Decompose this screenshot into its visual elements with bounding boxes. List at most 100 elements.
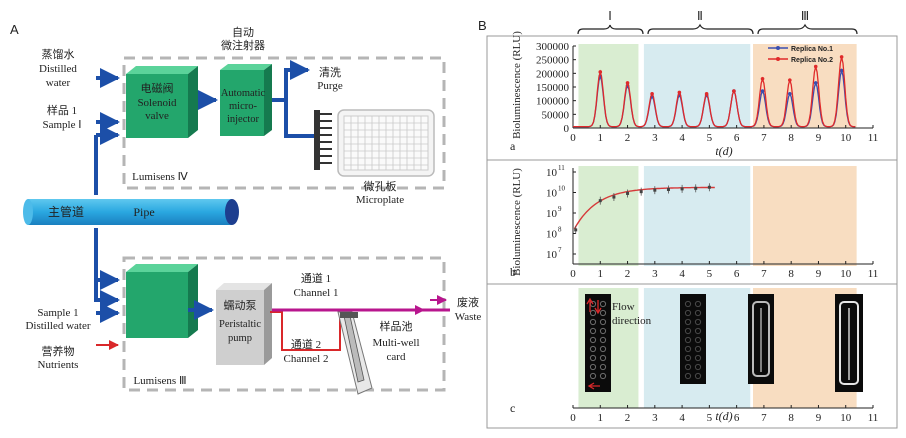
x-tick-label: 0 (570, 268, 576, 280)
well-card-image (680, 294, 706, 384)
y-tick-label: 10 (546, 188, 558, 200)
data-point (680, 187, 684, 191)
flow-arrow-left (587, 382, 600, 390)
y-tick-label: 10 (546, 208, 558, 220)
well (694, 372, 702, 380)
series-1-point (788, 92, 792, 96)
data-point (626, 191, 630, 195)
x-tick-label: 10 (840, 268, 852, 280)
flow-label-2: direction (612, 315, 652, 327)
series-2-point (598, 70, 603, 74)
pump-zh: 蠕动泵 (224, 299, 257, 312)
x-tick-label: 1 (598, 268, 604, 280)
well (694, 327, 702, 335)
well (589, 336, 597, 344)
well (694, 345, 702, 353)
well (694, 336, 702, 344)
purge-en: Purge (317, 80, 343, 92)
nutrients-en: Nutrients (38, 359, 79, 371)
data-point (694, 186, 698, 190)
solenoid-valve-bottom (126, 264, 198, 338)
subplot-a-ylabel: Bioluminescence (RLU) (511, 31, 523, 139)
purge-zh: 清洗 (319, 66, 341, 79)
phase-3-band (753, 166, 857, 266)
solenoid-en2: valve (145, 110, 169, 122)
y-tick-exponent: 10 (558, 185, 566, 193)
x-tick-label: 5 (707, 132, 713, 144)
x-tick-label: 9 (816, 412, 822, 424)
subplot-b-ylabel: Bioluminescence (RLU) (511, 168, 523, 276)
solenoid-en1: Solenoid (137, 97, 177, 109)
solenoid-valve: 电磁阀 Solenoid valve (126, 66, 198, 138)
subplot-c-letter: c (510, 401, 515, 415)
x-tick-label: 10 (840, 412, 852, 424)
x-tick-label: 9 (816, 132, 822, 144)
well (599, 345, 607, 353)
well-card-image (835, 294, 863, 392)
well (684, 345, 692, 353)
well (684, 336, 692, 344)
distilled-water-en2: water (46, 77, 71, 89)
series-2-line (573, 56, 856, 128)
x-tick-label: 3 (652, 132, 658, 144)
data-point (639, 190, 643, 194)
peristaltic-pump: 蠕动泵 Peristaltic pump (216, 283, 272, 365)
data-point (612, 195, 616, 199)
x-tick-label: 4 (679, 268, 685, 280)
legend-marker (776, 57, 780, 61)
data-point (666, 188, 670, 192)
well (589, 363, 597, 371)
phase-1-band (578, 44, 639, 128)
lumisens3-box (122, 256, 446, 392)
nutrients-zh: 营养物 (42, 344, 75, 358)
well (589, 345, 597, 353)
distilled-water-zh: 蒸馏水 (42, 47, 75, 61)
card-en2: card (387, 351, 406, 363)
legend-marker (776, 46, 780, 50)
x-tick-label: 8 (788, 132, 794, 144)
well (684, 327, 692, 335)
well (589, 372, 597, 380)
subplot-c-xlabel: t(d) (715, 409, 732, 423)
distilled-water-en1: Distilled (39, 63, 77, 75)
sample1-bottom: Sample 1 (37, 307, 78, 319)
series-2-point (839, 55, 844, 59)
top-pipes (94, 60, 314, 323)
subplot-b-letter: b (510, 265, 516, 279)
channel1-zh: 通道 1 (301, 271, 331, 285)
well (589, 309, 597, 317)
well (599, 327, 607, 335)
x-tick-label: 11 (868, 268, 879, 280)
y-tick-exponent: 9 (558, 205, 562, 213)
card-en1: Multi-well (372, 337, 419, 349)
x-tick-label: 3 (652, 268, 658, 280)
pipe-en: Pipe (133, 205, 154, 219)
fit-curve (573, 186, 715, 230)
well (684, 372, 692, 380)
x-tick-label: 5 (707, 268, 713, 280)
well (599, 372, 607, 380)
multiwell-card (337, 311, 373, 395)
series-1-point (760, 89, 765, 93)
well (694, 309, 702, 317)
y-tick-label: 300000 (536, 41, 570, 53)
x-tick-label: 11 (868, 412, 879, 424)
micro-injector: 自动 微注射器 Automatic micro- injector (220, 26, 272, 136)
series-1-point (839, 68, 844, 73)
flow-label: Flow (612, 301, 635, 313)
well (599, 363, 607, 371)
y-tick-label: 200000 (536, 68, 570, 80)
flow-arrow-down (594, 300, 602, 315)
injector-en2: micro- (229, 101, 257, 112)
subplot-a-xlabel: t(d) (715, 144, 732, 158)
y-tick-label: 10 (546, 167, 558, 179)
well (599, 354, 607, 362)
series-2-point (625, 81, 630, 85)
channel-glow (839, 301, 859, 385)
pump-en1: Peristaltic (219, 319, 261, 330)
well (694, 363, 702, 371)
channel2-en: Channel 2 (284, 353, 329, 365)
y-tick-exponent: 8 (558, 226, 562, 234)
waste-zh: 废液 (457, 295, 479, 309)
